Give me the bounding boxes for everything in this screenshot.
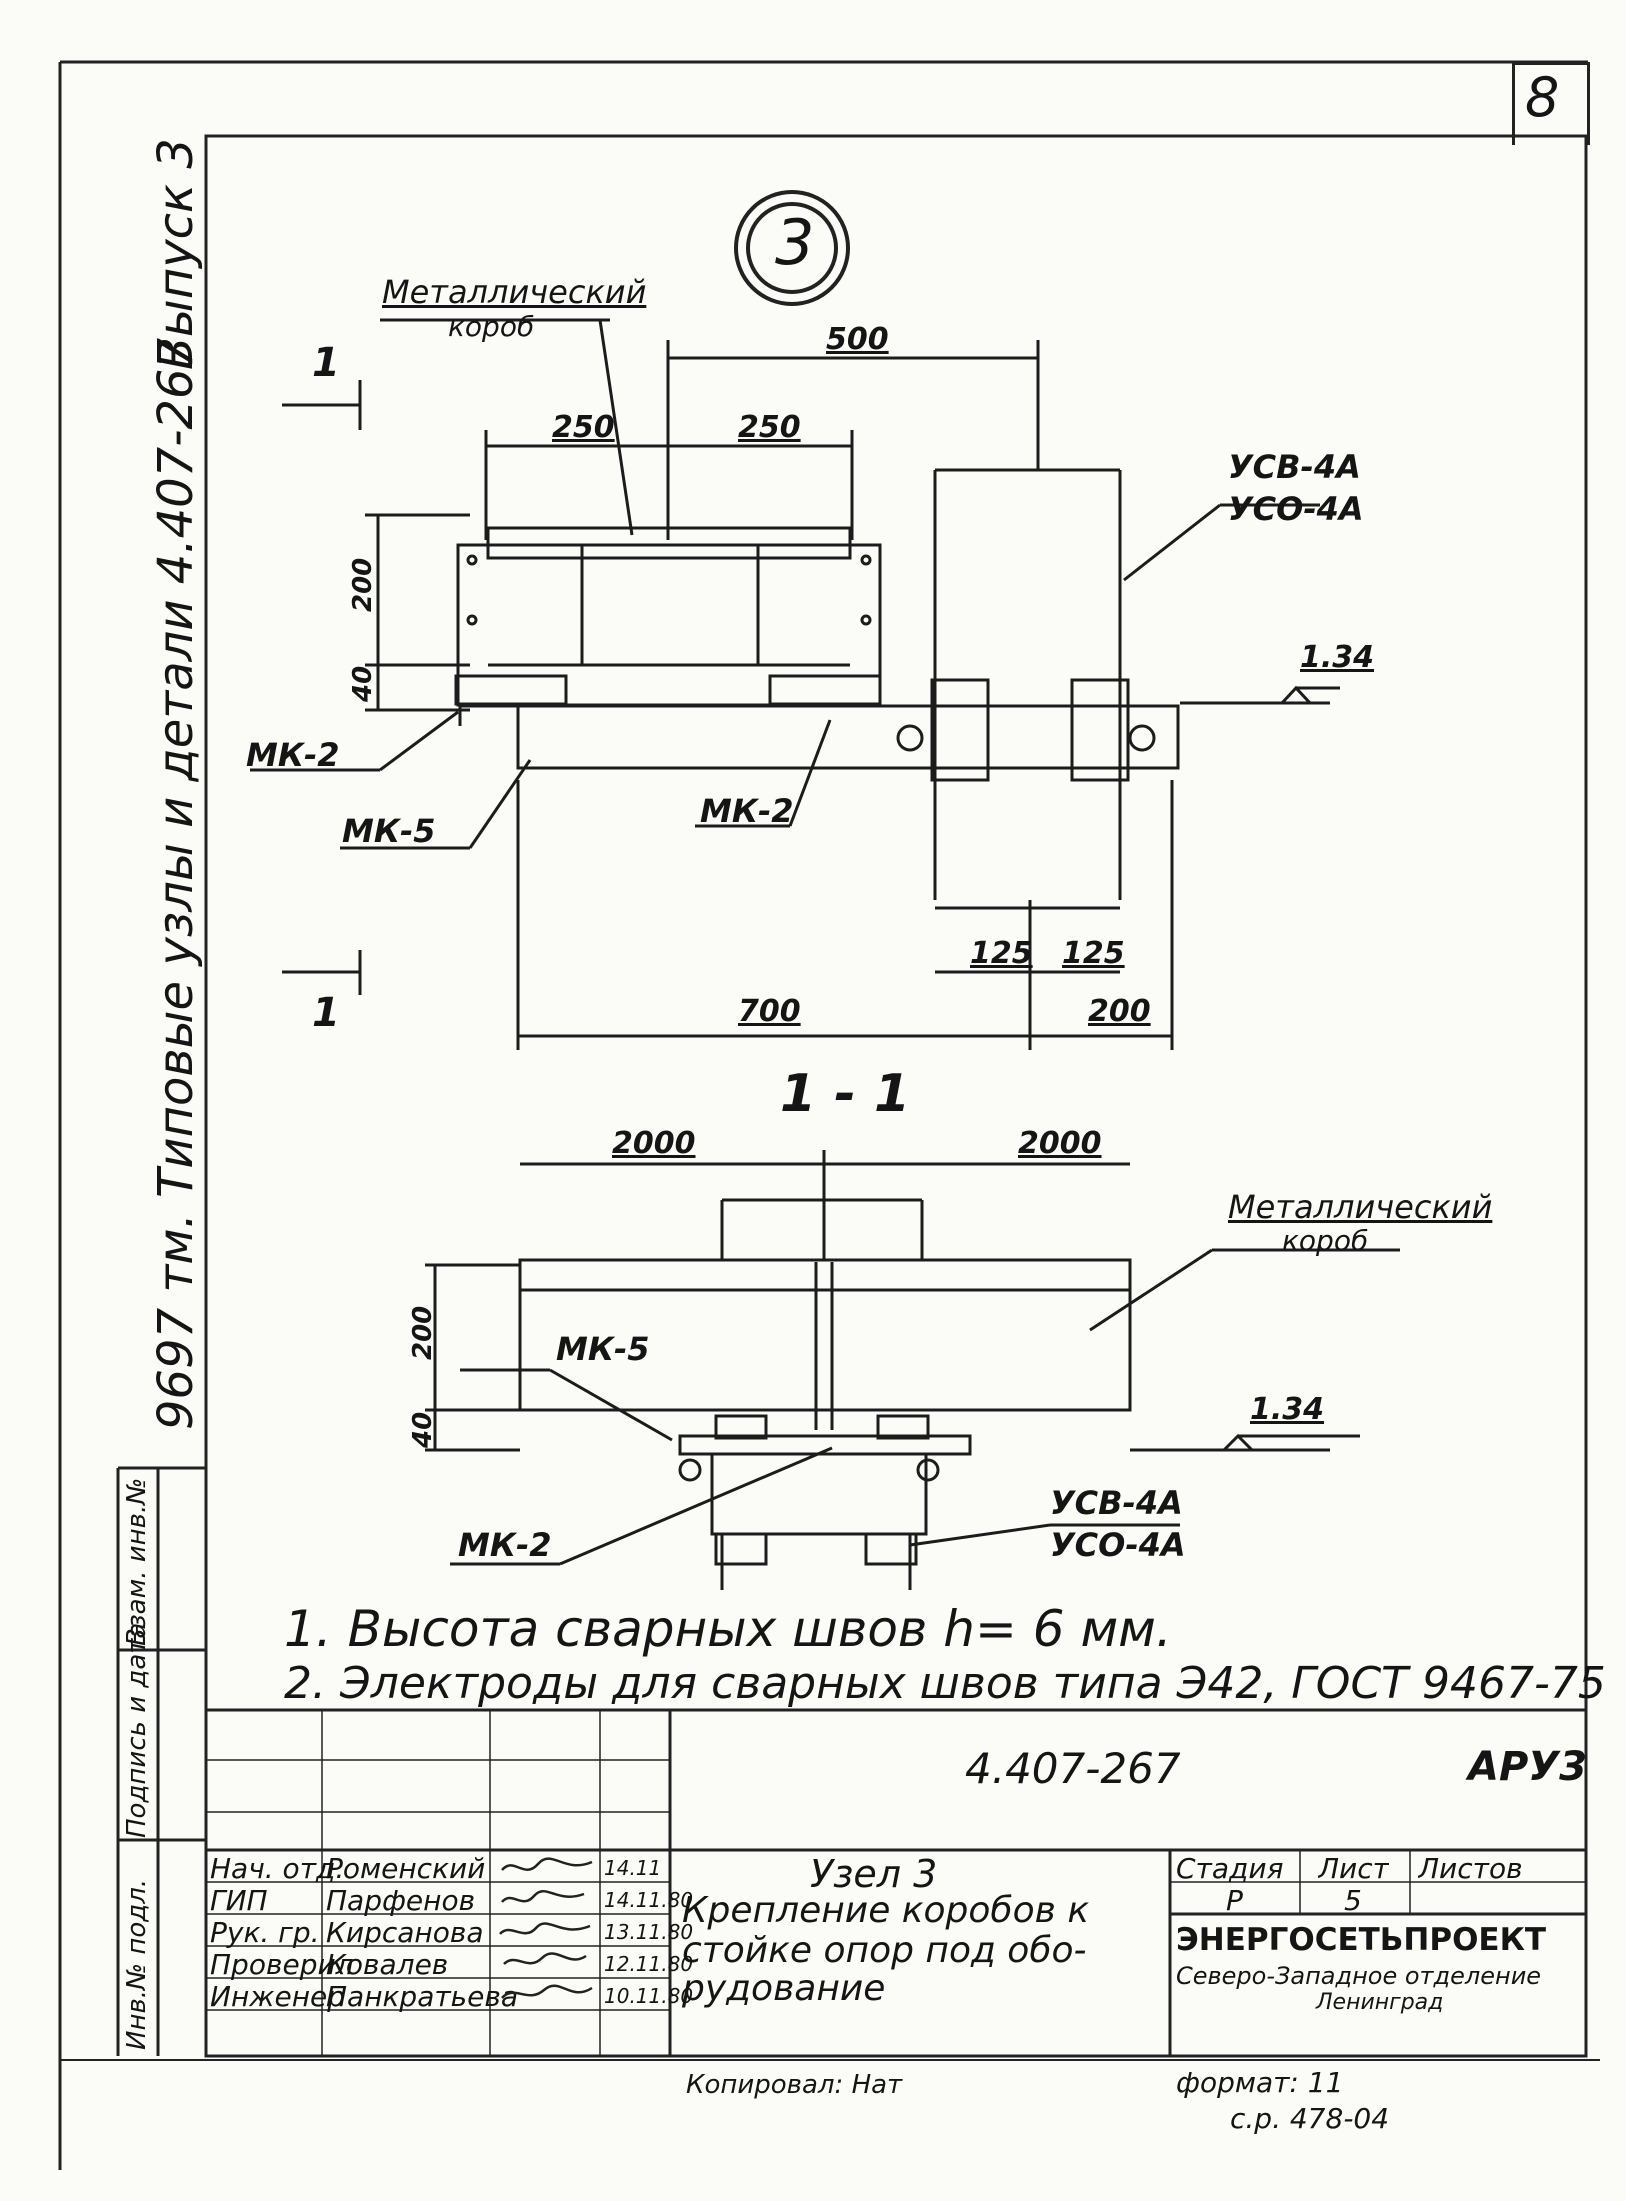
sheet-value: 5 [1344, 1884, 1362, 1917]
plan-box-label-2: короб [448, 310, 535, 343]
format-label: формат: 11 [1176, 2066, 1344, 2099]
role-3: Проверил [210, 1948, 354, 1981]
section-title: 1 - 1 [780, 1064, 911, 1124]
doc-code: 4.407-267 [965, 1744, 1181, 1793]
copied-by: Копировал: Нат [686, 2070, 903, 2100]
date-2: 13.11.80 [604, 1920, 694, 1944]
title-line-4: рудование [682, 1968, 886, 2009]
section-mk2: МК-2 [458, 1526, 552, 1564]
post-label-bottom: УСО-4А [1228, 490, 1364, 528]
dim-125-left: 125 [970, 936, 1033, 971]
role-4: Инженер [210, 1980, 346, 2013]
plan-mk2-left: МК-2 [246, 736, 340, 774]
plan-section-mark-bottom: 1 [312, 990, 340, 1036]
org-city: Ленинград [1316, 1990, 1444, 2015]
plan-mk2-mid: МК-2 [700, 792, 794, 830]
title-line-1: Узел 3 [810, 1852, 938, 1896]
dim-250-right: 250 [738, 410, 801, 445]
dim-500: 500 [826, 322, 889, 357]
sheets-label: Листов [1418, 1852, 1523, 1885]
section-box-label-1: Металлический [1228, 1188, 1493, 1226]
section-box-label-2: короб [1282, 1224, 1369, 1257]
sheet-number: 8 [1525, 66, 1560, 129]
plan-box-label-1: Металлический [382, 273, 647, 311]
date-1: 14.11.80 [604, 1888, 694, 1912]
plan-section-mark-top: 1 [312, 340, 340, 386]
section-post-label-top: УСВ-4А [1050, 1484, 1183, 1522]
name-1: Парфенов [326, 1884, 476, 1917]
stage-value: Р [1226, 1884, 1243, 1917]
stage-label: Стадия [1176, 1852, 1284, 1885]
name-0: Роменский [326, 1852, 486, 1885]
dim-700: 700 [738, 994, 801, 1029]
date-3: 12.11.80 [604, 1952, 694, 1976]
plan-level: 1.34 [1300, 640, 1375, 675]
name-2: Кирсанова [326, 1916, 484, 1949]
name-4: Панкратьева [326, 1980, 519, 2013]
org-name: ЭНЕРГОСЕТЬПРОЕКТ [1176, 1922, 1547, 1958]
section-dim-40: 40 [408, 1411, 438, 1448]
role-2: Рук. гр. [210, 1916, 320, 1949]
section-dim-200: 200 [408, 1305, 438, 1360]
name-3: Ковалев [326, 1948, 449, 1981]
sheet-label: Лист [1318, 1852, 1389, 1885]
role-1: ГИП [210, 1884, 268, 1917]
org-division: Северо-Западное отделение [1176, 1962, 1542, 1990]
section-mk5: МК-5 [556, 1330, 650, 1368]
doc-mark: АРУ3 [1468, 1744, 1587, 1790]
note-2: 2. Электроды для сварных швов типа Э42, … [284, 1658, 1606, 1709]
section-dim-2000-right: 2000 [1018, 1126, 1102, 1161]
section-level: 1.34 [1250, 1392, 1325, 1427]
post-label-top: УСВ-4А [1228, 448, 1361, 486]
date-4: 10.11.80 [604, 1984, 694, 2008]
signatures [499, 1857, 593, 1999]
title-line-2: Крепление коробов к [682, 1890, 1090, 1931]
ref-code: с.р. 478-04 [1230, 2102, 1390, 2135]
detail-marker [734, 190, 850, 306]
section-dim-2000-left: 2000 [612, 1126, 696, 1161]
dim-250-left: 250 [552, 410, 615, 445]
section-post-label-bottom: УСО-4А [1050, 1526, 1186, 1564]
plan-mk5: МК-5 [342, 812, 436, 850]
date-0: 14.11 [604, 1856, 662, 1880]
dim-200-bottom: 200 [1088, 994, 1151, 1029]
detail-number: 3 [775, 206, 815, 279]
title-line-3: стойке опор под обо- [682, 1930, 1087, 1971]
dim-125-right: 125 [1062, 936, 1125, 971]
role-0: Нач. отд. [210, 1852, 345, 1885]
note-1: 1. Высота сварных швов h= 6 мм. [284, 1600, 1172, 1658]
